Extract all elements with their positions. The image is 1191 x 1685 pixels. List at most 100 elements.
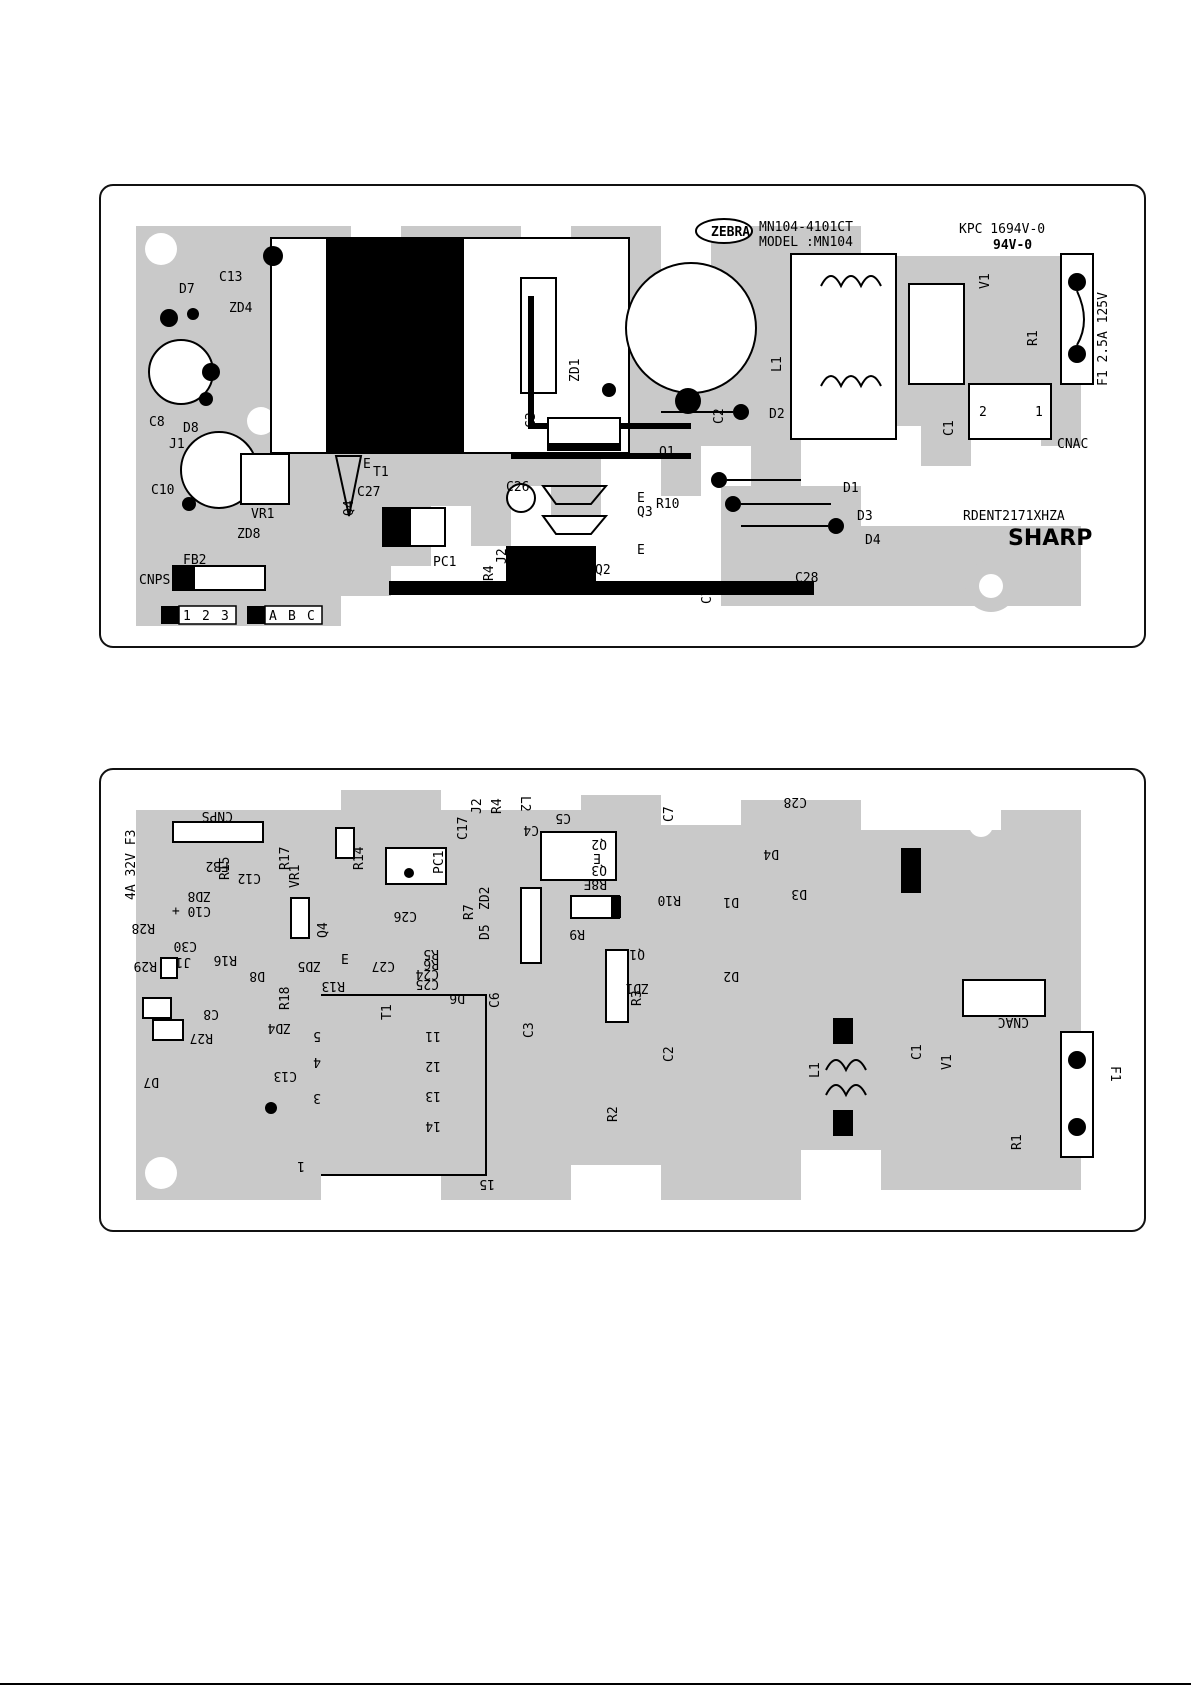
selector-letter-c: C (307, 609, 315, 624)
label-j1: J1 (169, 437, 185, 452)
bottom-label-d1: D1 (723, 894, 739, 909)
label-cnps: CNPS (139, 573, 170, 588)
label-e-q4: E (363, 457, 371, 472)
label-c7: C7 (700, 588, 715, 604)
label-q3: Q3 (637, 505, 653, 520)
bottom-label-t1: T1 (380, 1004, 395, 1020)
t1-pin-11: 11 (425, 1028, 441, 1043)
label-c26: C26 (506, 480, 529, 495)
label-q2: Q2 (595, 563, 611, 578)
rating-text: KPC 1694V-0 (959, 222, 1045, 237)
bottom-label-q3: Q3 (591, 862, 607, 877)
bottom-label-c12: C12 (238, 870, 261, 885)
label-c27: C27 (357, 485, 380, 500)
bottom-label-r27: R27 (190, 1030, 213, 1045)
label-e-q3: E (637, 491, 645, 506)
bottom-r2-r3-block (605, 949, 629, 1023)
bottom-label-c26: C26 (394, 908, 417, 923)
bottom-label-r5: R5 (423, 946, 439, 961)
label-l1: L1 (770, 356, 785, 372)
bottom-label-r1: R1 (1010, 1134, 1025, 1150)
top-mount-hole-a (145, 233, 177, 265)
bottom-label-r16: R16 (214, 952, 237, 967)
label-cnac: CNAC (1057, 437, 1088, 452)
ul-rating-text: 94V-0 (993, 238, 1032, 253)
bottom-label-j2: J2 (470, 798, 485, 814)
label-e-q2: E (637, 543, 645, 558)
bottom-label-r28: R28 (132, 920, 155, 935)
bottom-label-r6: R6 (423, 956, 439, 971)
top-pcb-drawing: ZEBRA MN104-4101CT MODEL :MN104 KPC 1694… (136, 218, 1111, 626)
transformer-core (326, 238, 464, 453)
bottom-label-r15: R15 (218, 857, 233, 880)
label-d4: D4 (865, 533, 881, 548)
bottom-label-c13: C13 (274, 1068, 297, 1083)
label-c10: C10 (151, 483, 174, 498)
bottom-label-q4: Q4 (316, 922, 331, 938)
bottom-label-c25: C25 (416, 976, 439, 991)
t1-pin-5: 5 (313, 1028, 321, 1043)
part-number: MN104-4101CT (759, 220, 853, 235)
label-fb2: FB2 (183, 553, 206, 568)
label-c13: C13 (219, 270, 242, 285)
bottom-label-c4: C4 (523, 822, 539, 837)
bottom-label-r7: R7 (462, 904, 477, 920)
label-t1: T1 (373, 465, 389, 480)
top-pcb-board: ZEBRA MN104-4101CT MODEL :MN104 KPC 1694… (99, 184, 1146, 648)
top-ground-bus (389, 581, 814, 595)
label-d2: D2 (769, 407, 785, 422)
label-d3: D3 (857, 509, 873, 524)
bottom-label-cnps: CNPS (202, 808, 233, 823)
bottom-label-r2: R2 (606, 1106, 621, 1122)
bottom-label-d4: D4 (763, 846, 779, 861)
label-d7: D7 (179, 282, 195, 297)
t1-pin-15: 15 (479, 1176, 495, 1191)
top-mount-hole-b (247, 407, 275, 435)
label-q1: Q1 (659, 445, 675, 460)
bottom-label-r9: R9 (569, 926, 585, 941)
label-c8: C8 (149, 415, 165, 430)
bottom-label-fb2: FB2 (206, 858, 229, 873)
label-zd1: ZD1 (568, 359, 583, 382)
page-bottom-rule (0, 1683, 1191, 1685)
selector-digit-3: 3 (221, 609, 229, 624)
bottom-label-d7: D7 (143, 1074, 159, 1089)
label-vr1: VR1 (251, 507, 274, 522)
bottom-label-r3: R3 (630, 990, 645, 1006)
label-c2: C2 (712, 408, 727, 424)
bottom-label-f3: 4A 32V F3 (124, 830, 139, 900)
selector-digit-1: 1 (183, 609, 191, 624)
bottom-label-c24: C24 (415, 966, 439, 981)
bottom-label-c1: C1 (910, 1044, 925, 1060)
bottom-label-c27: C27 (372, 958, 395, 973)
label-j2: J2 (495, 548, 510, 564)
t1-pin-3: 3 (313, 1090, 321, 1105)
label-c3: C3 (524, 412, 539, 428)
bottom-cnps-connector (172, 821, 264, 843)
t1-pin-1: 1 (297, 1158, 305, 1173)
bottom-label-vr1: VR1 (288, 865, 303, 888)
bottom-label-c28: C28 (784, 794, 807, 809)
capacitor-c1-outline (908, 283, 965, 385)
bottom-label-pc1: PC1 (432, 851, 447, 874)
label-r1: R1 (1026, 330, 1041, 346)
label-cnac-pin1: 1 (1035, 405, 1043, 420)
label-r10: R10 (656, 497, 679, 512)
bottom-label-r17: R17 (278, 847, 293, 870)
bottom-label-r4: R4 (490, 798, 505, 814)
bottom-label-c3: C3 (522, 1022, 537, 1038)
t1-pin-14: 14 (425, 1118, 441, 1133)
bottom-label-cnac: CNAC (998, 1014, 1029, 1029)
bottom-label-e-q4: E (341, 953, 349, 968)
bottom-label-c6: C6 (488, 992, 503, 1008)
capacitor-c2-outline (625, 262, 757, 394)
bottom-label-q1: Q1 (629, 946, 645, 961)
selector-letters-box (247, 605, 323, 625)
label-c28: C28 (795, 571, 818, 586)
zebra-logo-text: ZEBRA (711, 225, 750, 240)
t1-pin-12: 12 (425, 1058, 441, 1073)
bottom-cnac-connector (962, 979, 1046, 1017)
bottom-pcb-board: CNPS FB2 4A 32V F3 R17 C12 ZD8 C10 + R15… (99, 768, 1146, 1232)
bottom-label-f1: F1 (1107, 1066, 1122, 1082)
bottom-mount-hole-a (145, 1157, 177, 1189)
